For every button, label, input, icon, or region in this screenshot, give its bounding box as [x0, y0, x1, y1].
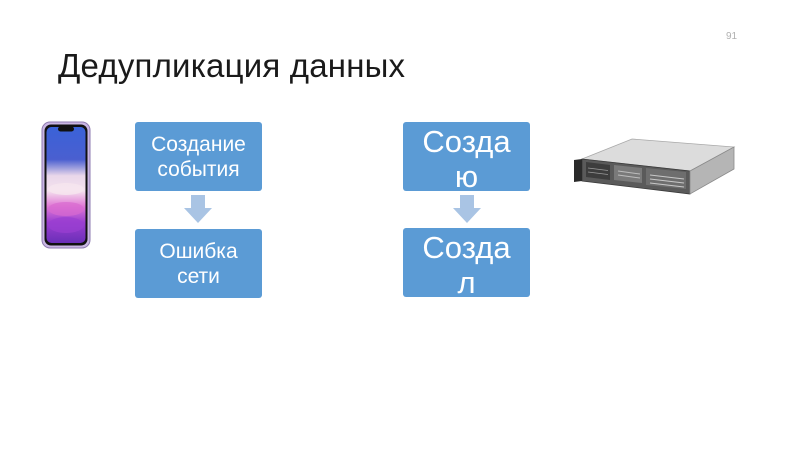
- slide-number: 91: [726, 31, 738, 42]
- rack-server-icon: [574, 138, 736, 195]
- created-line2: л: [457, 264, 476, 300]
- creating-line1: Созда: [422, 123, 511, 159]
- arrow-down-icon: [184, 195, 212, 223]
- creating-box: Созда ю: [403, 122, 530, 194]
- event-create-box: Создание события: [135, 122, 262, 191]
- created-line1: Созда: [422, 229, 511, 265]
- smartphone-icon: [41, 121, 91, 249]
- network-error-box: Ошибка сети: [135, 229, 262, 298]
- created-box: Созда л: [403, 228, 530, 300]
- arrow-down-icon: [453, 195, 481, 223]
- creating-line2: ю: [454, 158, 479, 194]
- event-create-line2: события: [157, 157, 240, 181]
- network-error-line1: Ошибка: [159, 239, 238, 263]
- slide-title: Дедупликация данных: [58, 47, 406, 84]
- network-error-line2: сети: [177, 264, 220, 288]
- event-create-line1: Создание: [151, 132, 246, 156]
